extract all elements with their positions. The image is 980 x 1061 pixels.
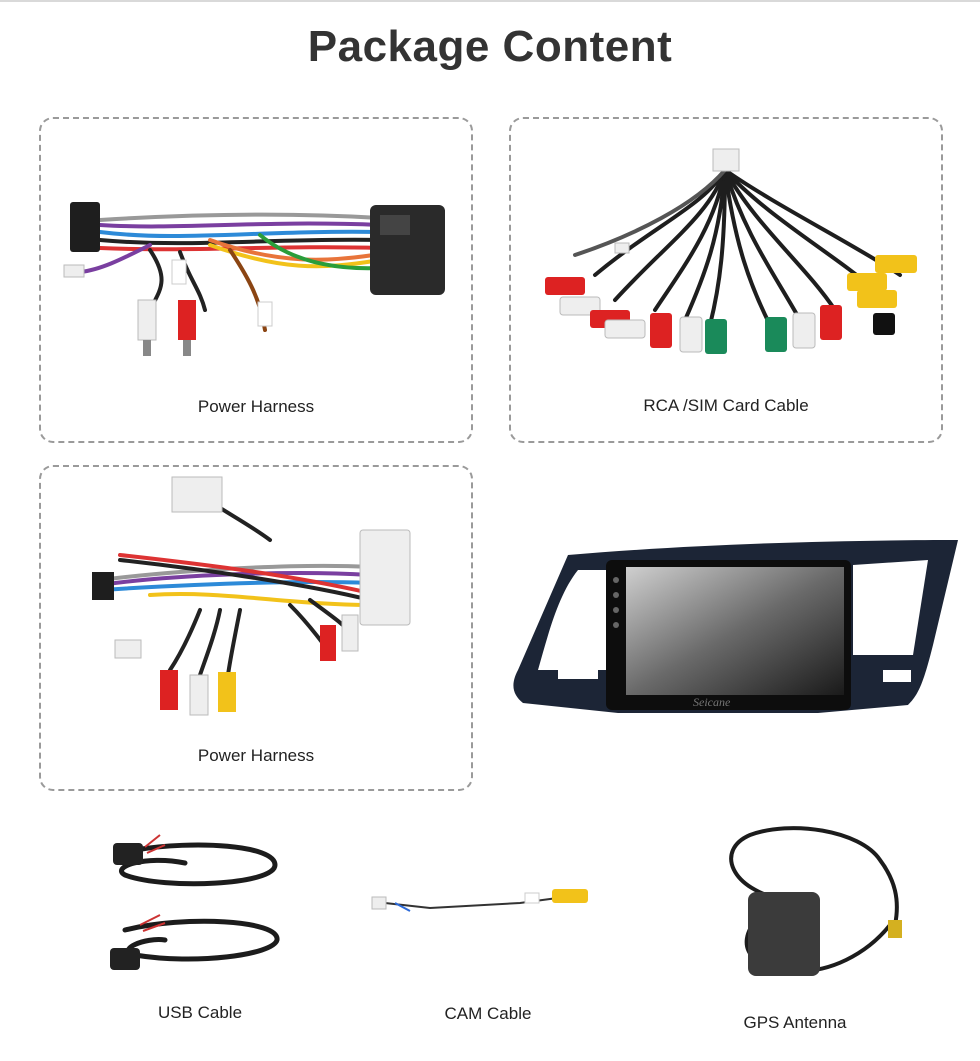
item-card-power-harness-1 <box>39 117 473 443</box>
gps-antenna-image <box>729 826 902 976</box>
item-card-power-harness-2 <box>39 465 473 791</box>
brand-logo: Seicane <box>693 695 731 709</box>
usb-cable-image <box>110 834 280 970</box>
cam-cable-image <box>371 889 588 912</box>
item-label-rca-sim-cable: RCA /SIM Card Cable <box>643 396 809 415</box>
item-label-cam-cable: CAM Cable <box>444 1004 532 1023</box>
top-divider <box>0 0 980 2</box>
power-harness-2-image <box>92 476 411 716</box>
item-label-power-harness-2: Power Harness <box>197 746 315 765</box>
page-title: Package Content <box>307 22 673 71</box>
rca-sim-cable-image <box>545 148 917 354</box>
item-label-usb-cable: USB Cable <box>157 1003 243 1022</box>
power-harness-1-image <box>63 202 445 356</box>
item-label-power-harness-1: Power Harness <box>197 397 315 416</box>
item-label-gps-antenna: GPS Antenna <box>743 1013 847 1032</box>
item-card-rca-sim-cable <box>509 117 943 443</box>
radio-unit-image <box>513 540 958 713</box>
